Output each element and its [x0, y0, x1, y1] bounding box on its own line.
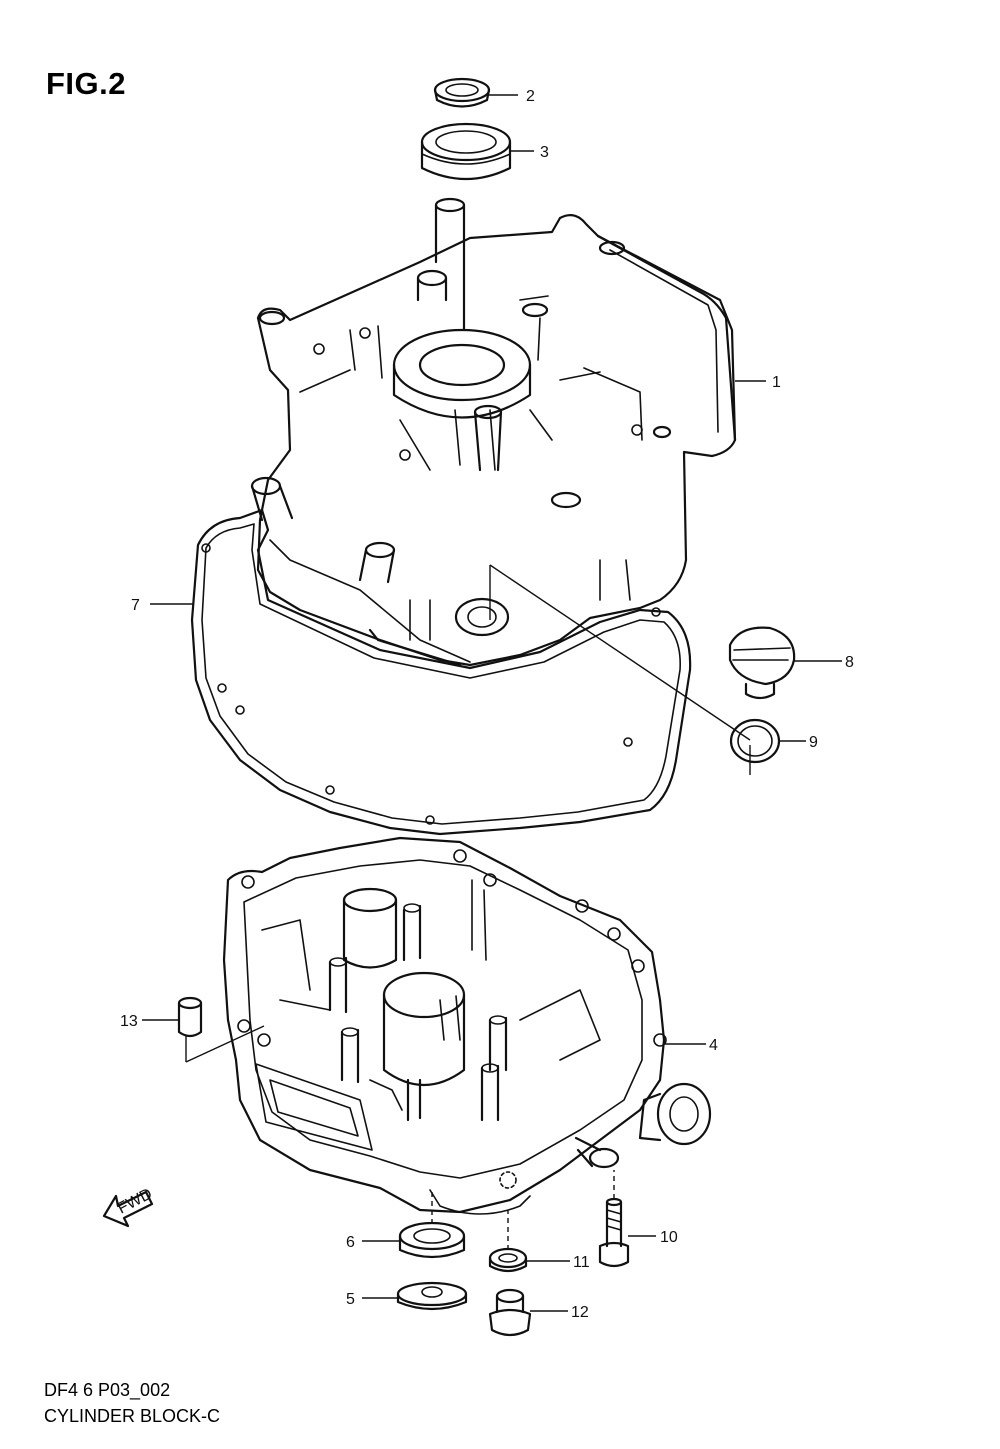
- part-5-plate[interactable]: [396, 1281, 468, 1311]
- part-12-drain-plug[interactable]: [488, 1288, 532, 1337]
- part-1-cylinder-block[interactable]: [250, 197, 737, 667]
- callout-6: 6: [346, 1234, 355, 1251]
- part-3-bearing[interactable]: [420, 122, 512, 181]
- part-9-o-ring[interactable]: [729, 718, 781, 764]
- callout-10: 10: [660, 1229, 678, 1246]
- fwd-arrow-icon: [102, 1190, 154, 1228]
- callout-1: 1: [772, 374, 781, 391]
- part-8-plug[interactable]: [728, 626, 796, 700]
- callout-5: 5: [346, 1291, 355, 1308]
- part-4-lower-case[interactable]: [222, 836, 712, 1215]
- part-2-oil-seal[interactable]: [433, 77, 491, 108]
- figure-name: CYLINDER BLOCK-C: [44, 1406, 221, 1426]
- callout-labels: 2 3 1 7 8 9 4 13 6 5 10 11 12 FWD: [115, 88, 854, 1321]
- part-11-washer[interactable]: [488, 1247, 528, 1273]
- part-10-bolt[interactable]: [598, 1197, 630, 1268]
- part-13-dowel-pin[interactable]: [177, 996, 203, 1038]
- callout-8: 8: [845, 654, 854, 671]
- callout-11: 11: [573, 1254, 590, 1271]
- callout-4: 4: [709, 1037, 718, 1054]
- figure-code: DF4 6 P03_002: [44, 1380, 171, 1400]
- callout-9: 9: [809, 734, 818, 751]
- part-6-oil-seal[interactable]: [398, 1221, 466, 1259]
- leader-lines: [142, 94, 842, 1312]
- callout-7: 7: [131, 597, 140, 614]
- callout-12: 12: [571, 1304, 589, 1321]
- callout-2: 2: [526, 88, 535, 105]
- callout-13: 13: [120, 1013, 138, 1030]
- part-7-gasket[interactable]: [190, 508, 692, 836]
- figure-title: FIG.2: [46, 66, 127, 101]
- callout-3: 3: [540, 144, 549, 161]
